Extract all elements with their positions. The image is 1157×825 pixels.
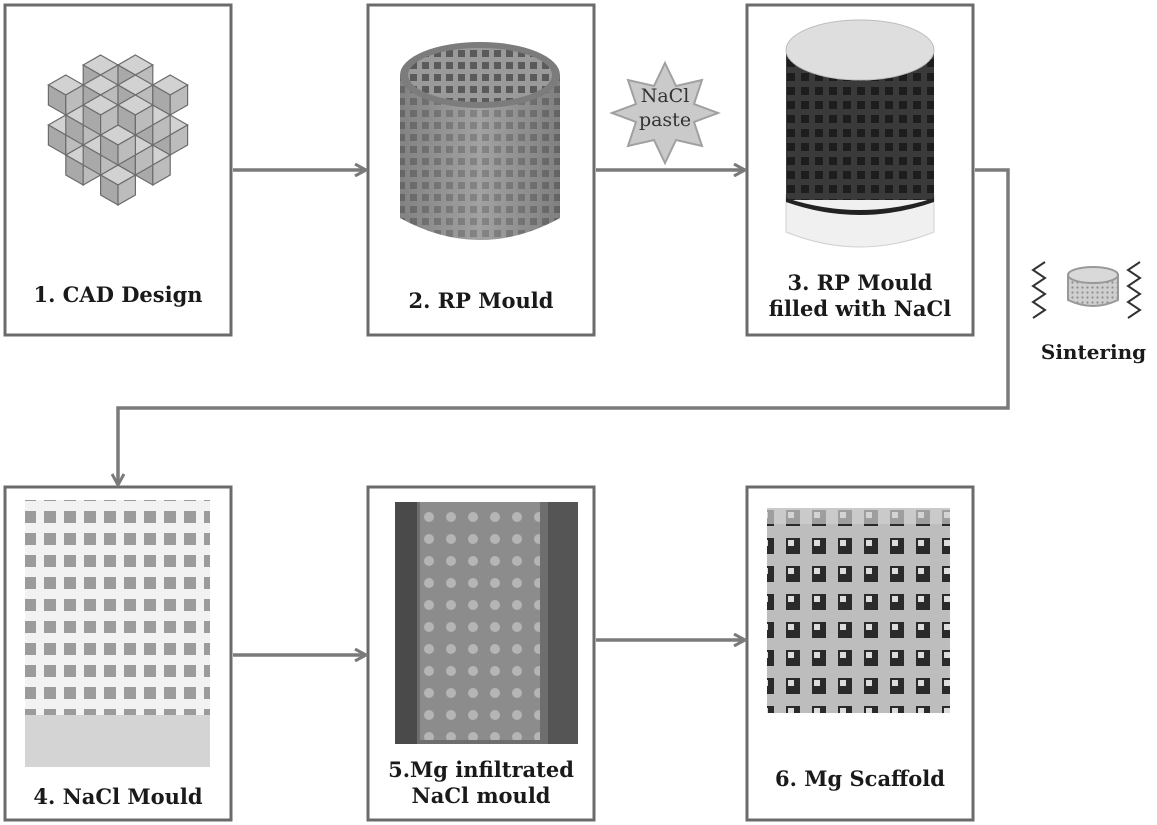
step-5-box (366, 485, 596, 822)
cube-face (117, 133, 136, 167)
cad-design-image (47, 54, 189, 207)
step-3-box (745, 3, 975, 337)
step-1-box (3, 3, 233, 337)
step-6-box (745, 485, 975, 822)
step-6-label: 6. Mg Scaffold (775, 766, 945, 791)
step-1-label: 1. CAD Design (33, 282, 203, 307)
rp-mould-image (400, 42, 560, 240)
step-2-label: 2. RP Mould (408, 288, 554, 313)
nacl-paste-label: NaCl paste (638, 85, 692, 131)
sintering-icon (1031, 261, 1142, 319)
step-4-label: 4. NaCl Mould (33, 784, 203, 809)
step-2-box (366, 3, 596, 337)
cube-face (117, 173, 136, 207)
nacl-mould-image (25, 500, 210, 767)
cube-face (134, 103, 154, 137)
mg-scaffold-image (767, 508, 950, 713)
nacl-paste-badge (609, 60, 721, 166)
arrow-3-to-4 (118, 168, 1010, 484)
cube-face (134, 143, 154, 177)
cube-face (169, 83, 189, 117)
cube-face (169, 123, 189, 157)
step-5-label: 5.Mg infiltrated NaCl mould (388, 757, 574, 809)
cube-face (152, 153, 171, 187)
mg-infiltrated-image (395, 502, 578, 744)
sintering-label: Sintering (1040, 340, 1147, 364)
step-4-box (3, 485, 233, 822)
cube-face (152, 113, 171, 147)
filled-mould-image (785, 19, 935, 248)
step-3-label: 3. RP Mould filled with NaCl (768, 270, 952, 322)
